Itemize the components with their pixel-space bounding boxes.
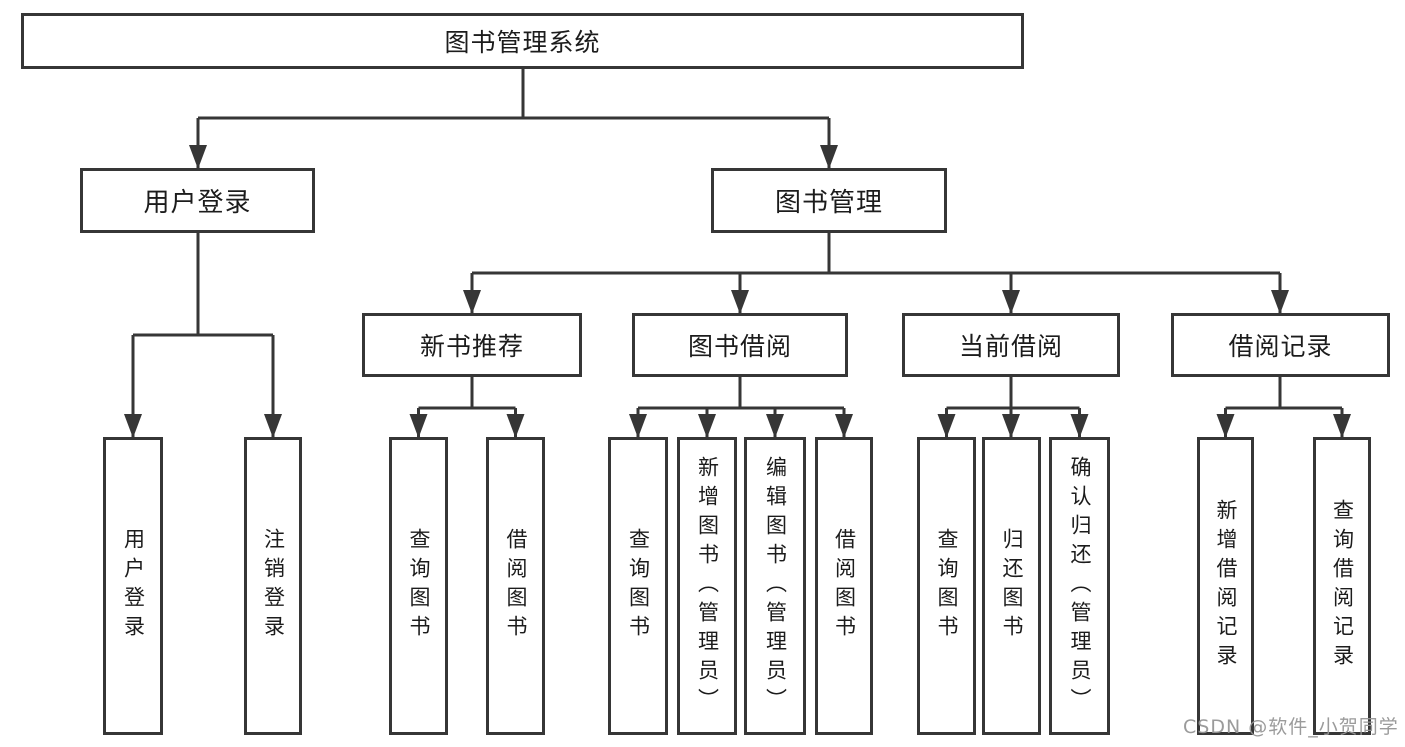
leaf-borrow-books-borrow-label: 借阅图书 (832, 528, 857, 644)
node-root-label: 图书管理系统 (444, 28, 601, 57)
node-current-borrow-label: 当前借阅 (958, 332, 1063, 361)
node-book-management-label: 图书管理 (774, 188, 883, 218)
leaf-add-book-admin-label: 新增图书（管理员） (695, 455, 720, 717)
leaf-borrow-books-recommend: 借阅图书 (486, 437, 545, 735)
leaf-query-borrow-record-label: 查询借阅记录 (1330, 499, 1355, 673)
leaf-query-books-recommend-label: 查询图书 (407, 528, 431, 644)
node-book-borrow-label: 图书借阅 (687, 332, 792, 361)
node-new-book-recommend-label: 新书推荐 (419, 332, 524, 361)
node-borrow-records-label: 借阅记录 (1228, 332, 1333, 361)
leaf-edit-book-admin-label: 编辑图书（管理员） (763, 455, 788, 717)
leaf-edit-book-admin: 编辑图书（管理员） (744, 437, 806, 735)
node-book-borrow: 图书借阅 (632, 313, 848, 377)
leaf-user-login-label: 用户登录 (121, 528, 146, 644)
node-user-login: 用户登录 (80, 168, 315, 233)
leaf-return-books-label: 归还图书 (1000, 528, 1024, 644)
leaf-query-books-borrow: 查询图书 (608, 437, 668, 735)
leaf-query-books-current-label: 查询图书 (935, 528, 959, 644)
leaf-add-borrow-record-label: 新增借阅记录 (1214, 499, 1238, 673)
leaf-logout: 注销登录 (244, 437, 302, 735)
node-current-borrow: 当前借阅 (902, 313, 1120, 377)
leaf-confirm-return-admin: 确认归还（管理员） (1049, 437, 1110, 735)
node-book-management: 图书管理 (711, 168, 947, 233)
leaf-query-books-recommend: 查询图书 (389, 437, 448, 735)
leaf-query-borrow-record: 查询借阅记录 (1313, 437, 1371, 735)
node-user-login-label: 用户登录 (143, 188, 252, 218)
leaf-borrow-books-borrow: 借阅图书 (815, 437, 873, 735)
node-borrow-records: 借阅记录 (1171, 313, 1390, 377)
leaf-query-books-borrow-label: 查询图书 (626, 528, 651, 644)
leaf-query-books-current: 查询图书 (917, 437, 976, 735)
node-new-book-recommend: 新书推荐 (362, 313, 582, 377)
leaf-confirm-return-admin-label: 确认归还（管理员） (1068, 455, 1092, 717)
leaf-borrow-books-recommend-label: 借阅图书 (504, 528, 528, 644)
leaf-add-book-admin: 新增图书（管理员） (677, 437, 737, 735)
csdn-watermark: CSDN @软件_小贺同学 (1183, 716, 1399, 738)
leaf-logout-label: 注销登录 (261, 528, 286, 644)
leaf-user-login: 用户登录 (103, 437, 163, 735)
leaf-add-borrow-record: 新增借阅记录 (1197, 437, 1254, 735)
node-root: 图书管理系统 (21, 13, 1024, 69)
leaf-return-books: 归还图书 (982, 437, 1041, 735)
